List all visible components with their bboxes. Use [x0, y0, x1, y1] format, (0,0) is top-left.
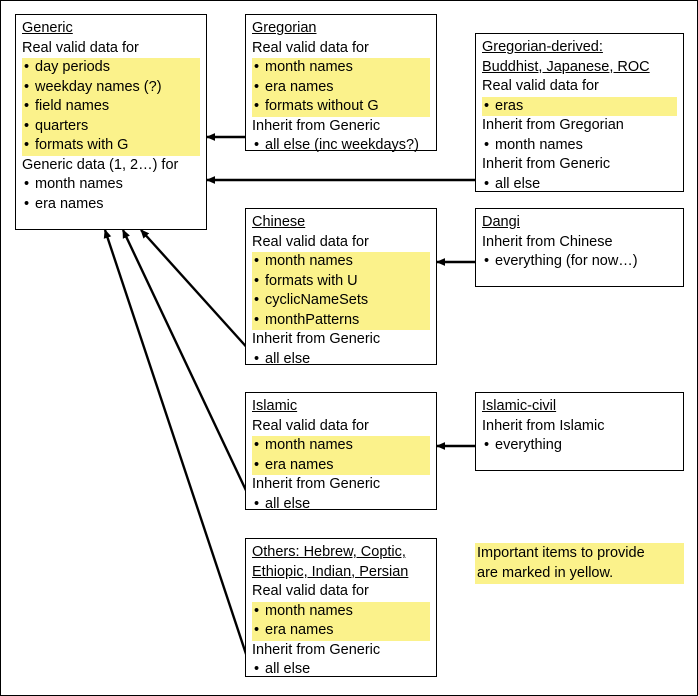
box-islamic-inherit-list: all else: [252, 495, 430, 515]
list-item: quarters: [22, 116, 200, 136]
box-islamic: Islamic Real valid data for month names …: [245, 392, 437, 514]
list-item: era names: [252, 455, 430, 475]
box-islamic-inherit-label: Inherit from Generic: [252, 476, 381, 492]
box-others: Others: Hebrew, Coptic, Ethiopic, Indian…: [245, 538, 437, 680]
list-item: all else: [252, 495, 430, 515]
box-islamic-real-list: month names era names: [252, 436, 430, 475]
list-item: era names: [252, 621, 430, 641]
box-gregorian-derived-inherit-greg-list: month names: [482, 136, 677, 156]
list-item: month names: [482, 136, 677, 156]
list-item: field names: [22, 97, 200, 117]
list-item: month names: [252, 601, 430, 621]
list-item: everything (for now…): [482, 252, 677, 272]
list-item: all else: [252, 350, 430, 370]
box-gregorian-derived-inherit-greg-label: Inherit from Gregorian: [482, 117, 624, 133]
box-generic-generic-list: month names era names: [22, 175, 200, 214]
box-generic: Generic Real valid data for day periods …: [15, 14, 207, 230]
box-islamic-civil-inherit-label: Inherit from Islamic: [482, 417, 605, 434]
box-others-real-list: month names era names: [252, 601, 430, 641]
box-gregorian-real-label: Real valid data for: [252, 39, 369, 56]
list-item: formats with U: [252, 271, 430, 291]
list-item: cyclicNameSets: [252, 291, 430, 311]
list-item: month names: [252, 436, 430, 456]
arrow-chinese-to-generic: [140, 229, 252, 353]
box-islamic-civil-title: Islamic-civil: [482, 398, 557, 414]
box-islamic-title: Islamic: [252, 398, 298, 414]
list-item: month names: [252, 252, 430, 272]
box-others-inherit-list: all else: [252, 660, 430, 680]
box-gregorian-real-list: month names era names formats without G: [252, 58, 430, 117]
box-gregorian: Gregorian Real valid data for month name…: [245, 14, 437, 155]
list-item: month names: [22, 175, 200, 195]
box-gregorian-inherit-list: all else (inc weekdays?): [252, 136, 430, 156]
box-chinese-real-label: Real valid data for: [252, 233, 369, 250]
list-item: formats without G: [252, 97, 430, 117]
arrow-others-to-generic: [103, 229, 253, 670]
list-item: all else: [252, 660, 430, 680]
box-chinese-title: Chinese: [252, 214, 306, 230]
arrow-islamic-to-generic: [121, 229, 253, 502]
box-dangi-inherit-label: Inherit from Chinese: [482, 233, 613, 250]
box-generic-real-list: day periods weekday names (?) field name…: [22, 58, 200, 156]
box-gregorian-inherit-label: Inherit from Generic: [252, 117, 381, 134]
list-item: all else: [482, 175, 677, 195]
list-item: month names: [252, 58, 430, 78]
box-chinese-inherit-label: Inherit from Generic: [252, 331, 381, 347]
box-gregorian-title: Gregorian: [252, 20, 317, 36]
box-dangi-inherit-list: everything (for now…): [482, 252, 677, 272]
box-generic-generic-label: Generic data (1, 2…) for: [22, 156, 179, 173]
list-item: monthPatterns: [252, 310, 430, 330]
box-gregorian-derived-inherit-generic-list: all else: [482, 175, 677, 195]
box-chinese-real-list: month names formats with U cyclicNameSet…: [252, 252, 430, 330]
box-chinese-inherit-list: all else: [252, 350, 430, 370]
box-gregorian-derived-title: Gregorian-derived: Buddhist, Japanese, R…: [482, 39, 650, 75]
list-item: all else (inc weekdays?): [252, 136, 430, 156]
box-generic-real-label: Real valid data for: [22, 39, 139, 56]
list-item: era names: [252, 77, 430, 97]
legend-note: Important items to provide are marked in…: [475, 543, 684, 584]
list-item: day periods: [22, 58, 200, 78]
list-item: everything: [482, 436, 677, 456]
box-islamic-real-label: Real valid data for: [252, 417, 369, 434]
list-item: formats with G: [22, 136, 200, 156]
box-gregorian-derived-inherit-generic-label: Inherit from Generic: [482, 156, 611, 172]
box-generic-title: Generic: [22, 20, 73, 36]
box-islamic-civil: Islamic-civil Inherit from Islamic every…: [475, 392, 684, 471]
list-item: eras: [482, 96, 677, 116]
list-item: weekday names (?): [22, 77, 200, 97]
box-gregorian-derived-real-label: Real valid data for: [482, 78, 599, 94]
box-chinese: Chinese Real valid data for month names …: [245, 208, 437, 369]
box-dangi-title: Dangi: [482, 214, 520, 230]
box-gregorian-derived-real-list: eras: [482, 96, 677, 116]
box-others-inherit-label: Inherit from Generic: [252, 641, 381, 658]
box-others-real-label: Real valid data for: [252, 583, 369, 599]
box-others-title: Others: Hebrew, Coptic, Ethiopic, Indian…: [252, 544, 409, 580]
box-gregorian-derived: Gregorian-derived: Buddhist, Japanese, R…: [475, 33, 684, 195]
box-islamic-civil-inherit-list: everything: [482, 436, 677, 456]
list-item: era names: [22, 195, 200, 215]
box-dangi: Dangi Inherit from Chinese everything (f…: [475, 208, 684, 287]
